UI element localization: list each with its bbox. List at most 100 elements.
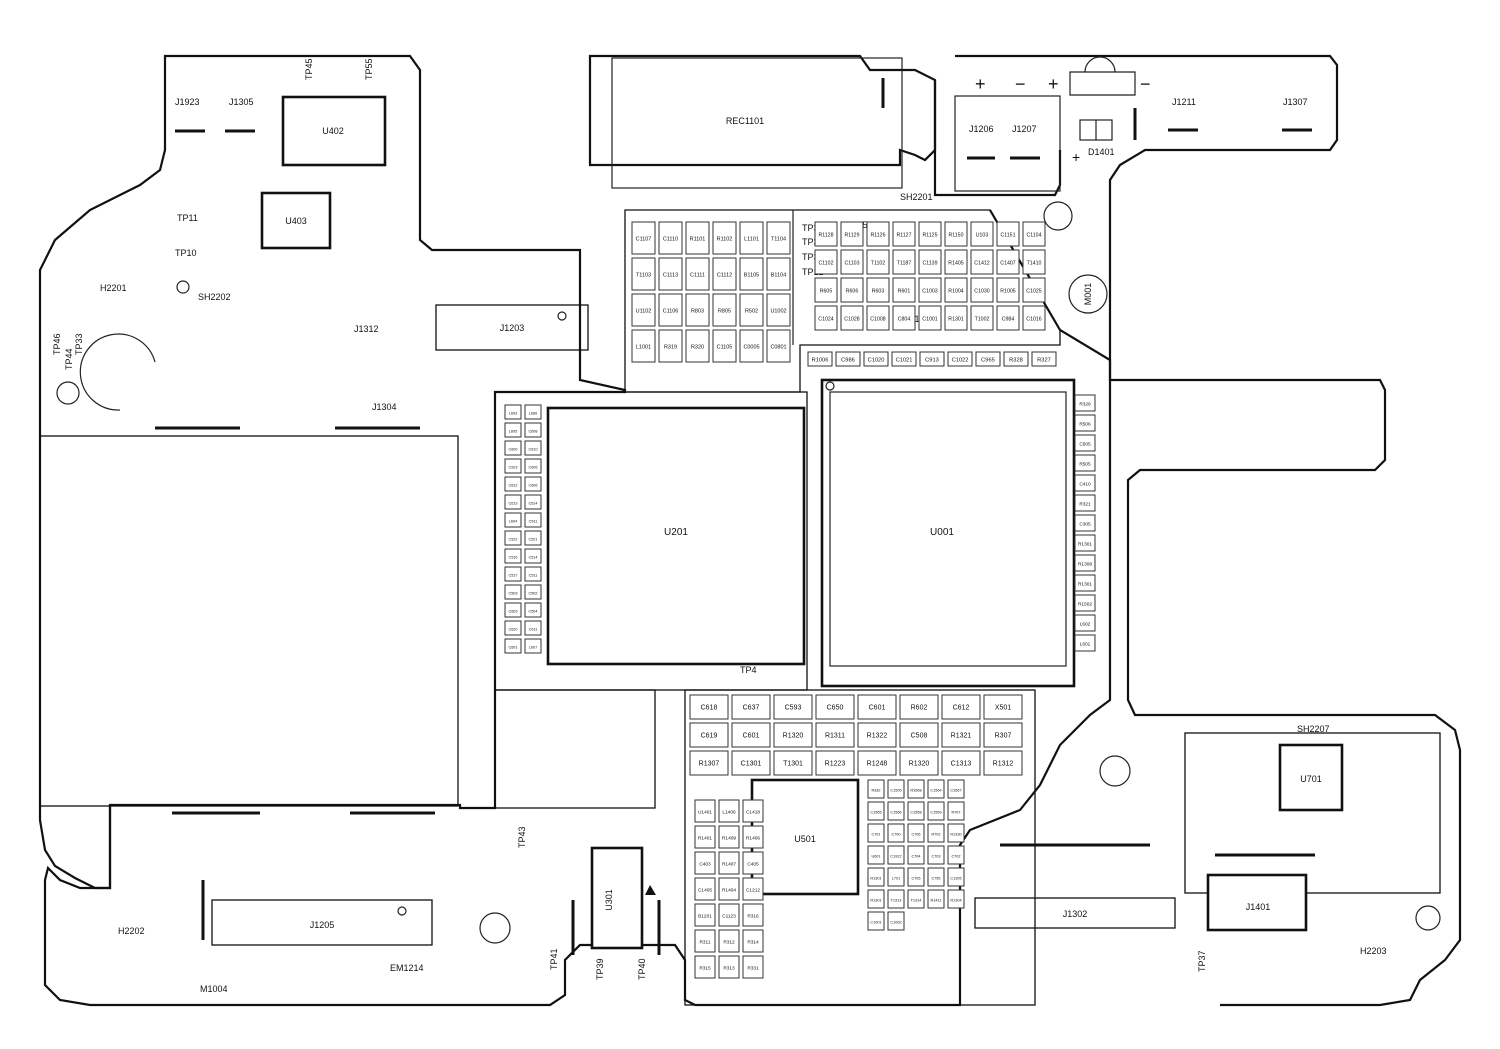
component-footprint: R332 (867, 779, 885, 799)
component-ref-label: C1001 (922, 317, 937, 323)
component-ref-label: R319 (664, 345, 677, 351)
component-footprint: C1505 (887, 779, 905, 799)
component-ref-label: B1105 (744, 273, 759, 279)
component-footprint: L701 (887, 867, 905, 887)
u201-chip (546, 406, 806, 666)
component-ref-label: T1104 (771, 237, 786, 243)
component-footprint: C1028 (840, 305, 864, 331)
component-footprint: R1127 (892, 221, 916, 247)
component-footprint: C503 (504, 584, 522, 600)
component-footprint: R1406 (742, 825, 764, 849)
component-footprint: C517 (504, 566, 522, 582)
component-ref-label: C700 (891, 833, 900, 837)
tp46-label: TP46 (52, 333, 62, 355)
component-ref-label: R1126 (871, 233, 886, 239)
component-ref-label: C704 (911, 855, 920, 859)
component-footprint: C1030 (970, 277, 994, 303)
tp11-label: TP11 (177, 213, 198, 223)
component-ref-label: C610 (528, 448, 537, 452)
component-ref-label: R603 (872, 289, 885, 295)
component-ref-label: C618 (701, 705, 718, 712)
component-footprint: R311 (694, 929, 716, 953)
component-footprint: R1248 (857, 750, 897, 776)
component-ref-label: R803 (691, 309, 704, 315)
component-footprint: C1112 (712, 257, 737, 291)
j1304-label: J1304 (372, 402, 397, 412)
component-footprint: R328 (1003, 351, 1029, 367)
component-footprint: R319 (658, 329, 683, 363)
component-footprint: R1126 (866, 221, 890, 247)
component-footprint: T1301 (773, 750, 813, 776)
component-ref-label: C612 (953, 705, 970, 712)
component-ref-label: R601 (898, 289, 911, 295)
component-ref-label: L701 (892, 877, 900, 881)
component-ref-label: C1565 (870, 811, 881, 815)
component-footprint: R702 (927, 823, 945, 843)
component-footprint: C305 (1074, 514, 1096, 532)
component-footprint: R321 (1074, 494, 1096, 512)
component-footprint: R1128 (814, 221, 838, 247)
component-ref-label: C1139 (923, 261, 938, 267)
component-footprint: C1113 (658, 257, 683, 291)
component-footprint: R1407 (718, 851, 740, 875)
component-footprint: C1102 (814, 249, 838, 275)
component-ref-label: R1248 (867, 761, 888, 768)
component-ref-label: C613 (508, 502, 517, 506)
component-ref-label: C609 (508, 448, 517, 452)
component-footprint: R1311 (815, 722, 855, 748)
component-footprint: R313 (718, 955, 740, 979)
component-footprint: C522 (504, 530, 522, 546)
rec-area-outline (588, 54, 937, 167)
component-ref-label: R1006 (812, 358, 829, 364)
component-ref-label: R1568 (910, 789, 921, 793)
component-footprint: R707 (947, 801, 965, 821)
component-footprint: C508 (899, 722, 939, 748)
component-ref-label: C1113 (663, 273, 678, 279)
component-ref-label: C504 (528, 610, 537, 614)
component-footprint: C516 (504, 548, 522, 564)
power-cluster (684, 689, 1036, 1006)
component-footprint: C1110 (658, 221, 683, 255)
component-ref-label: C965 (981, 358, 995, 364)
u001-label: U001 (930, 527, 954, 538)
component-ref-label: C1002 (890, 921, 901, 925)
component-ref-label: R311 (699, 940, 710, 946)
component-footprint: L605 (504, 422, 522, 438)
component-ref-label: C516 (508, 556, 517, 560)
component-footprint: C1305 (947, 867, 965, 887)
component-footprint: B1105 (739, 257, 764, 291)
u301-arrow-icon (645, 885, 656, 895)
u501-label: U501 (794, 834, 816, 844)
component-footprint: C913 (919, 351, 945, 367)
component-footprint: C1107 (631, 221, 656, 255)
component-footprint: C1123 (718, 903, 740, 927)
u001-pin1-icon (825, 381, 835, 391)
component-ref-label: R315 (699, 966, 711, 972)
component-ref-label: C1151 (1001, 233, 1016, 239)
component-footprint: C601 (504, 638, 522, 654)
component-ref-label: C1111 (690, 273, 705, 279)
component-ref-label: R328 (1009, 358, 1023, 364)
component-footprint: C1407 (996, 249, 1020, 275)
component-footprint: L604 (504, 512, 522, 528)
component-footprint: U1401 (694, 799, 716, 823)
component-footprint: L1101 (739, 221, 764, 255)
component-footprint: C650 (815, 694, 855, 720)
component-ref-label: R329 (1079, 402, 1091, 408)
component-ref-label: C705 (911, 877, 920, 881)
component-ref-label: B1201 (698, 914, 712, 920)
component-ref-label: C503 (508, 592, 517, 596)
component-footprint: R1102 (712, 221, 737, 255)
component-footprint: R1409 (718, 825, 740, 849)
component-footprint: R1320 (773, 722, 813, 748)
component-ref-label: C601 (508, 646, 517, 650)
component-footprint: L602 (1074, 614, 1096, 632)
j1305-label: J1305 (229, 97, 254, 107)
component-footprint: U1102 (631, 293, 656, 327)
component-ref-label: L1406 (722, 810, 736, 816)
component-ref-label: T1314 (911, 899, 922, 903)
component-footprint: C984 (996, 305, 1020, 331)
component-footprint: R327 (1031, 351, 1057, 367)
component-ref-label: C612 (508, 484, 517, 488)
component-ref-label: C517 (508, 574, 517, 578)
